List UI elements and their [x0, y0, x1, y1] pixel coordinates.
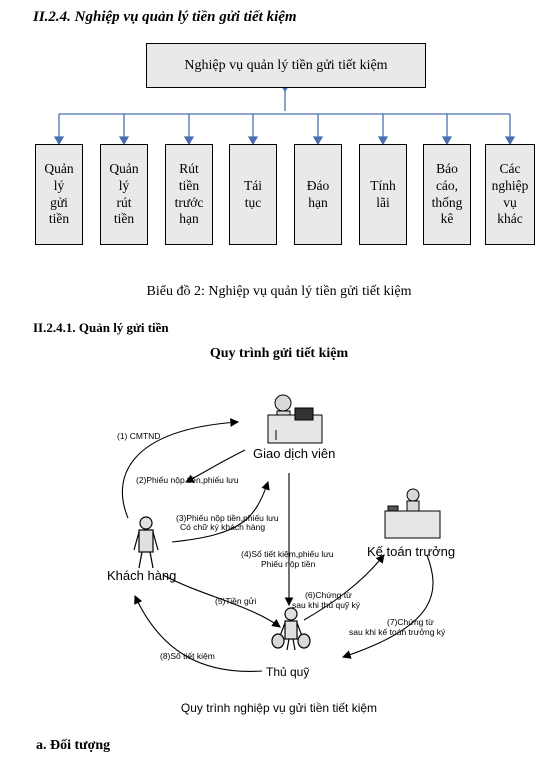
step-4-label-line2: Phiếu nộp tiền — [261, 559, 316, 569]
customer-icon — [133, 516, 159, 569]
process-title: Quy trình gửi tiết kiệm — [209, 346, 349, 361]
org-chart-child-7: Báo cáo, thống kê — [423, 144, 471, 245]
process-caption: Quy trình nghiệp vụ gửi tiền tiết kiệm — [180, 701, 378, 715]
org-chart-child-label: Tái tục — [244, 177, 262, 210]
customer-label: Khách hàng — [107, 568, 176, 583]
step-6-label-line1: (6)Chứng từ — [305, 590, 352, 600]
step-7-label-line1: (7)Chứng từ — [387, 617, 434, 627]
teller-icon — [267, 394, 323, 444]
org-chart-child-label: Quản lý rút tiền — [109, 160, 139, 227]
org-chart-child-label: Các nghiệp vụ khác — [491, 160, 529, 227]
step-5-label: (5)Tiền gửi — [215, 596, 256, 606]
teller-label: Giao dịch viên — [253, 446, 335, 461]
step-2-label: (2)Phiếu nộp tiền,phiếu lưu — [136, 475, 239, 485]
step-4-label-line1: (4)Sổ tiết kiệm,phiếu lưu — [241, 549, 334, 559]
org-chart-child-8: Các nghiệp vụ khác — [485, 144, 535, 245]
org-chart-child-label: Báo cáo, thống kê — [431, 160, 463, 227]
org-chart-child-1: Quản lý gửi tiền — [35, 144, 83, 245]
step-1-label: (1) CMTND — [117, 431, 160, 441]
step-7-label-line2: sau khi kế toán trưởng ký — [349, 627, 446, 637]
process-diagram: Giao dịch viên Khách hàng Kế toán trưởng… — [107, 394, 455, 679]
step-6-label-line2: sau khi thủ quỹ ký — [292, 600, 361, 610]
cashier-label: Thủ quỹ — [266, 665, 309, 679]
cashier-icon — [271, 607, 311, 651]
subsection-heading: II.2.4.1. Quản lý gửi tiền — [33, 320, 169, 335]
step-3-label-line2: Có chữ ký khách hàng — [180, 522, 265, 532]
org-chart-child-label: Rút tiền trước hạn — [174, 160, 204, 227]
org-chart-child-label: Quản lý gửi tiền — [44, 160, 74, 227]
org-chart-connectors — [53, 86, 516, 146]
step-3-label-line1: (3)Phiếu nộp tiền,phiếu lưu — [176, 513, 279, 523]
step-8-label: (8)Sổ tiết kiệm — [160, 651, 215, 661]
org-chart-child-3: Rút tiền trước hạn — [165, 144, 213, 245]
org-chart-child-6: Tính lãi — [359, 144, 407, 245]
org-chart-child-4: Tái tục — [229, 144, 277, 245]
org-chart-child-label: Đáo hạn — [306, 177, 330, 210]
section-heading: II.2.4. Nghiệp vụ quản lý tiền gửi tiết … — [33, 9, 297, 25]
chief-accountant-icon — [384, 488, 441, 539]
org-chart-root-label: Nghiệp vụ quản lý tiền gửi tiết kiệm — [184, 57, 388, 73]
org-chart-root: Nghiệp vụ quản lý tiền gửi tiết kiệm — [146, 43, 426, 88]
next-heading: a. Đối tượng — [36, 738, 111, 753]
org-chart-caption: Biểu đồ 2: Nghiệp vụ quản lý tiền gửi ti… — [146, 284, 412, 299]
org-chart-child-label: Tính lãi — [370, 177, 396, 210]
org-chart-child-5: Đáo hạn — [294, 144, 342, 245]
chief-accountant-label: Kế toán trưởng — [367, 544, 455, 559]
org-chart-child-2: Quản lý rút tiền — [100, 144, 148, 245]
